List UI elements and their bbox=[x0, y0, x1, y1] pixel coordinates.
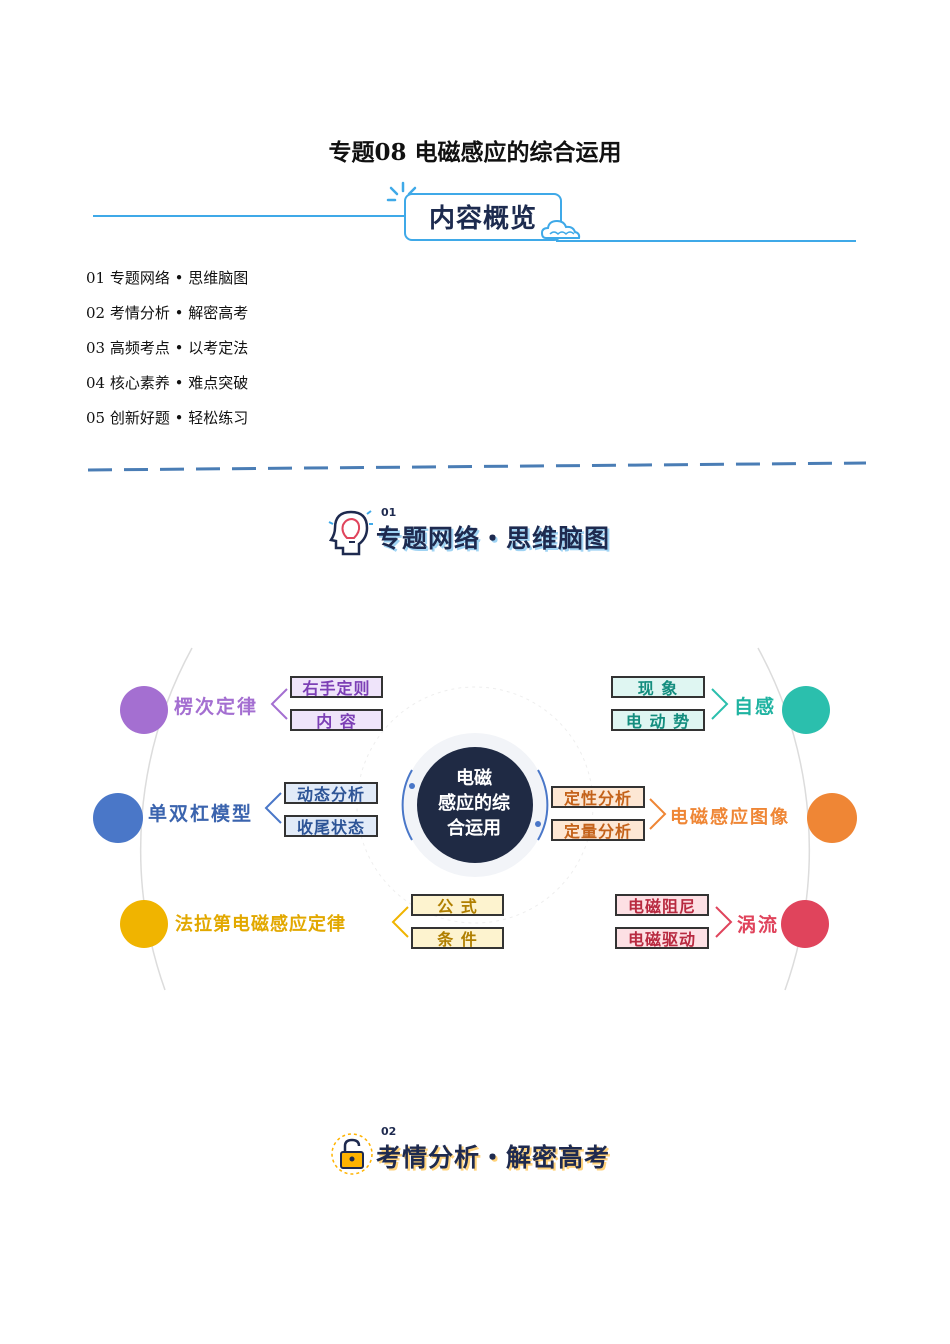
eddy-node-circle bbox=[781, 900, 829, 948]
section-title: 考情分析・解密高考 bbox=[376, 1143, 611, 1172]
document-title: 专题08 电磁感应的综合运用 bbox=[328, 139, 622, 166]
faraday-node-circle bbox=[120, 900, 168, 948]
graph-item: 定性分析 bbox=[551, 786, 645, 808]
overview-rule-right bbox=[556, 240, 856, 242]
lenz-item: 内 容 bbox=[290, 709, 383, 731]
center-line: 电磁 bbox=[456, 768, 492, 789]
faraday-label: 法拉第电磁感应定律 bbox=[175, 914, 346, 935]
section-number: 02 bbox=[381, 1125, 397, 1138]
toc-item[interactable]: 01 专题网络 • 思维脑图 bbox=[86, 269, 249, 287]
eddy-label: 涡流 bbox=[737, 914, 780, 936]
center-line: 合运用 bbox=[447, 818, 501, 839]
section-title: 专题网络・思维脑图 bbox=[376, 524, 611, 553]
sparkle-icon bbox=[386, 181, 417, 202]
center-line: 感应的综 bbox=[438, 793, 510, 814]
rods-item: 动态分析 bbox=[284, 782, 378, 804]
self-label: 自感 bbox=[734, 696, 777, 718]
overview-rule-left bbox=[93, 215, 405, 217]
lenz-label: 楞次定律 bbox=[174, 696, 259, 718]
overview-banner-box bbox=[404, 193, 562, 241]
mindmap-center: 电磁 感应的综 合运用 bbox=[418, 766, 530, 841]
self-item: 现 象 bbox=[611, 676, 705, 698]
dashed-divider bbox=[87, 461, 867, 472]
toc-item[interactable]: 05 创新好题 • 轻松练习 bbox=[86, 409, 249, 427]
lock-icon bbox=[331, 1133, 373, 1175]
faraday-item: 公 式 bbox=[411, 894, 504, 916]
toc-item[interactable]: 02 考情分析 • 解密高考 bbox=[86, 304, 249, 322]
rods-label: 单双杠模型 bbox=[148, 803, 254, 825]
rods-item: 收尾状态 bbox=[284, 815, 378, 837]
eddy-item: 电磁驱动 bbox=[615, 927, 709, 949]
overview-banner-label: 内容概览 bbox=[428, 204, 537, 234]
toc-item[interactable]: 04 核心素养 • 难点突破 bbox=[86, 374, 249, 392]
toc-item[interactable]: 03 高频考点 • 以考定法 bbox=[86, 339, 249, 357]
lenz-item: 右手定则 bbox=[290, 676, 383, 698]
cloud-icon bbox=[540, 219, 581, 239]
lenz-node-circle bbox=[120, 686, 168, 734]
eddy-item: 电磁阻尼 bbox=[615, 894, 709, 916]
head-lightbulb-icon bbox=[328, 510, 373, 556]
self-item: 电 动 势 bbox=[611, 709, 705, 731]
faraday-item: 条 件 bbox=[411, 927, 504, 949]
rods-node-circle bbox=[93, 793, 143, 843]
graph-item: 定量分析 bbox=[551, 819, 645, 841]
graph-label: 电磁感应图像 bbox=[670, 807, 790, 828]
graph-node-circle bbox=[807, 793, 857, 843]
section-number: 01 bbox=[381, 506, 397, 519]
self-node-circle bbox=[782, 686, 830, 734]
